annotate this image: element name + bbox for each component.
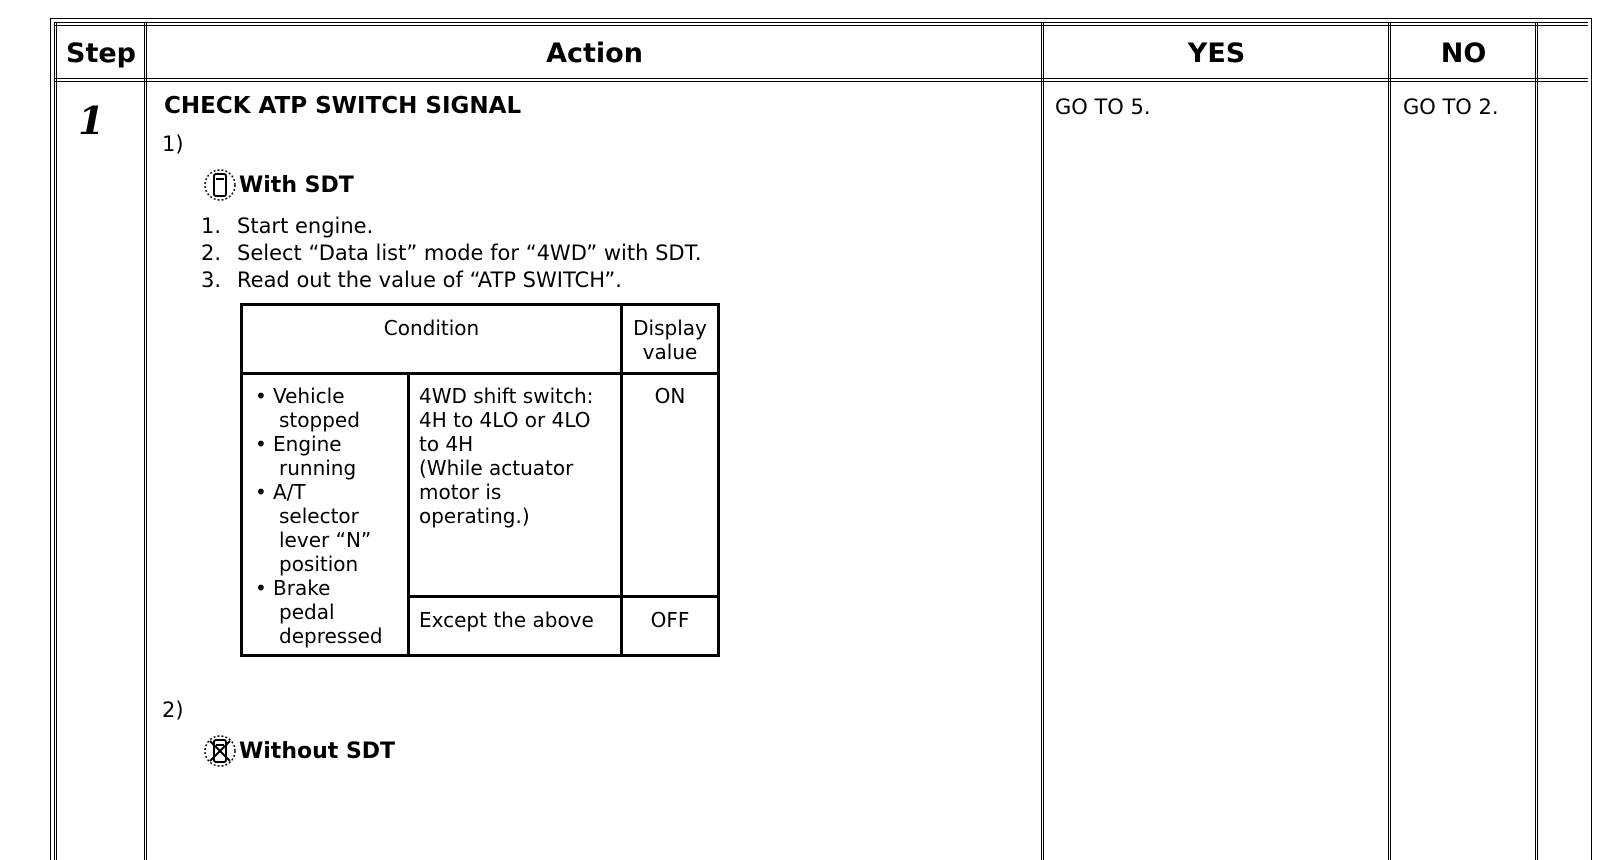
list-item: 2.Select “Data list” mode for “4WD” with… [201,241,702,265]
list-item: Engine running [243,432,407,480]
ct-row-off-value: OFF [650,608,690,632]
check-title: CHECK ATP SWITCH SIGNAL [164,93,522,119]
table-outer-border [50,18,1592,860]
ct-condition-rule [407,372,410,654]
sdt-tool-icon [204,169,236,201]
list-item: 3.Read out the value of “ATP SWITCH”. [201,268,622,292]
list-item: Vehicle stopped [243,384,407,432]
header-no: NO [1440,37,1487,69]
with-sdt-heading: With SDT [203,168,354,202]
ct-condition-list: Vehicle stopped Engine running A/T selec… [243,384,407,648]
table-left-rule [54,22,57,860]
step-column-rule [144,22,147,860]
yes-result: GO TO 5. [1055,95,1151,119]
ct-header-rule [243,372,717,375]
header-bottom-rule [54,78,1588,82]
ct-row-on-value: ON [654,384,686,408]
without-sdt-label: Without SDT [239,738,396,764]
header-action: Action [546,37,643,69]
ct-row-off-detail: Except the above [419,608,594,632]
list-item: Brake pedal depressed [243,576,407,648]
substep-label-1: 1) [162,132,184,156]
header-step: Step [66,37,136,69]
header-yes: YES [1187,37,1246,69]
table-top-rule [54,22,1588,26]
yes-column-rule [1388,22,1391,860]
with-sdt-label: With SDT [239,172,354,198]
substep-label-2: 2) [162,698,184,722]
table-right-rule [1535,22,1538,860]
without-sdt-heading: Without SDT [203,734,395,768]
ct-row-rule [407,595,717,598]
ct-header-display-value: Display value [633,316,707,364]
ct-header-condition: Condition [383,316,480,340]
step-number: 1 [78,98,105,143]
action-column-rule [1041,22,1044,860]
no-result: GO TO 2. [1403,95,1499,119]
list-item: 1.Start engine. [201,214,374,238]
condition-table: Condition Display value Vehicle stopped … [240,303,720,657]
list-item: A/T selector lever “N” position [243,480,407,576]
procedure-steps: 1.Start engine. 2.Select “Data list” mod… [201,213,702,294]
ct-value-rule [620,306,623,654]
ct-row-on-detail: 4WD shift switch: 4H to 4LO or 4LO to 4H… [419,384,594,528]
no-sdt-tool-icon [204,735,236,767]
